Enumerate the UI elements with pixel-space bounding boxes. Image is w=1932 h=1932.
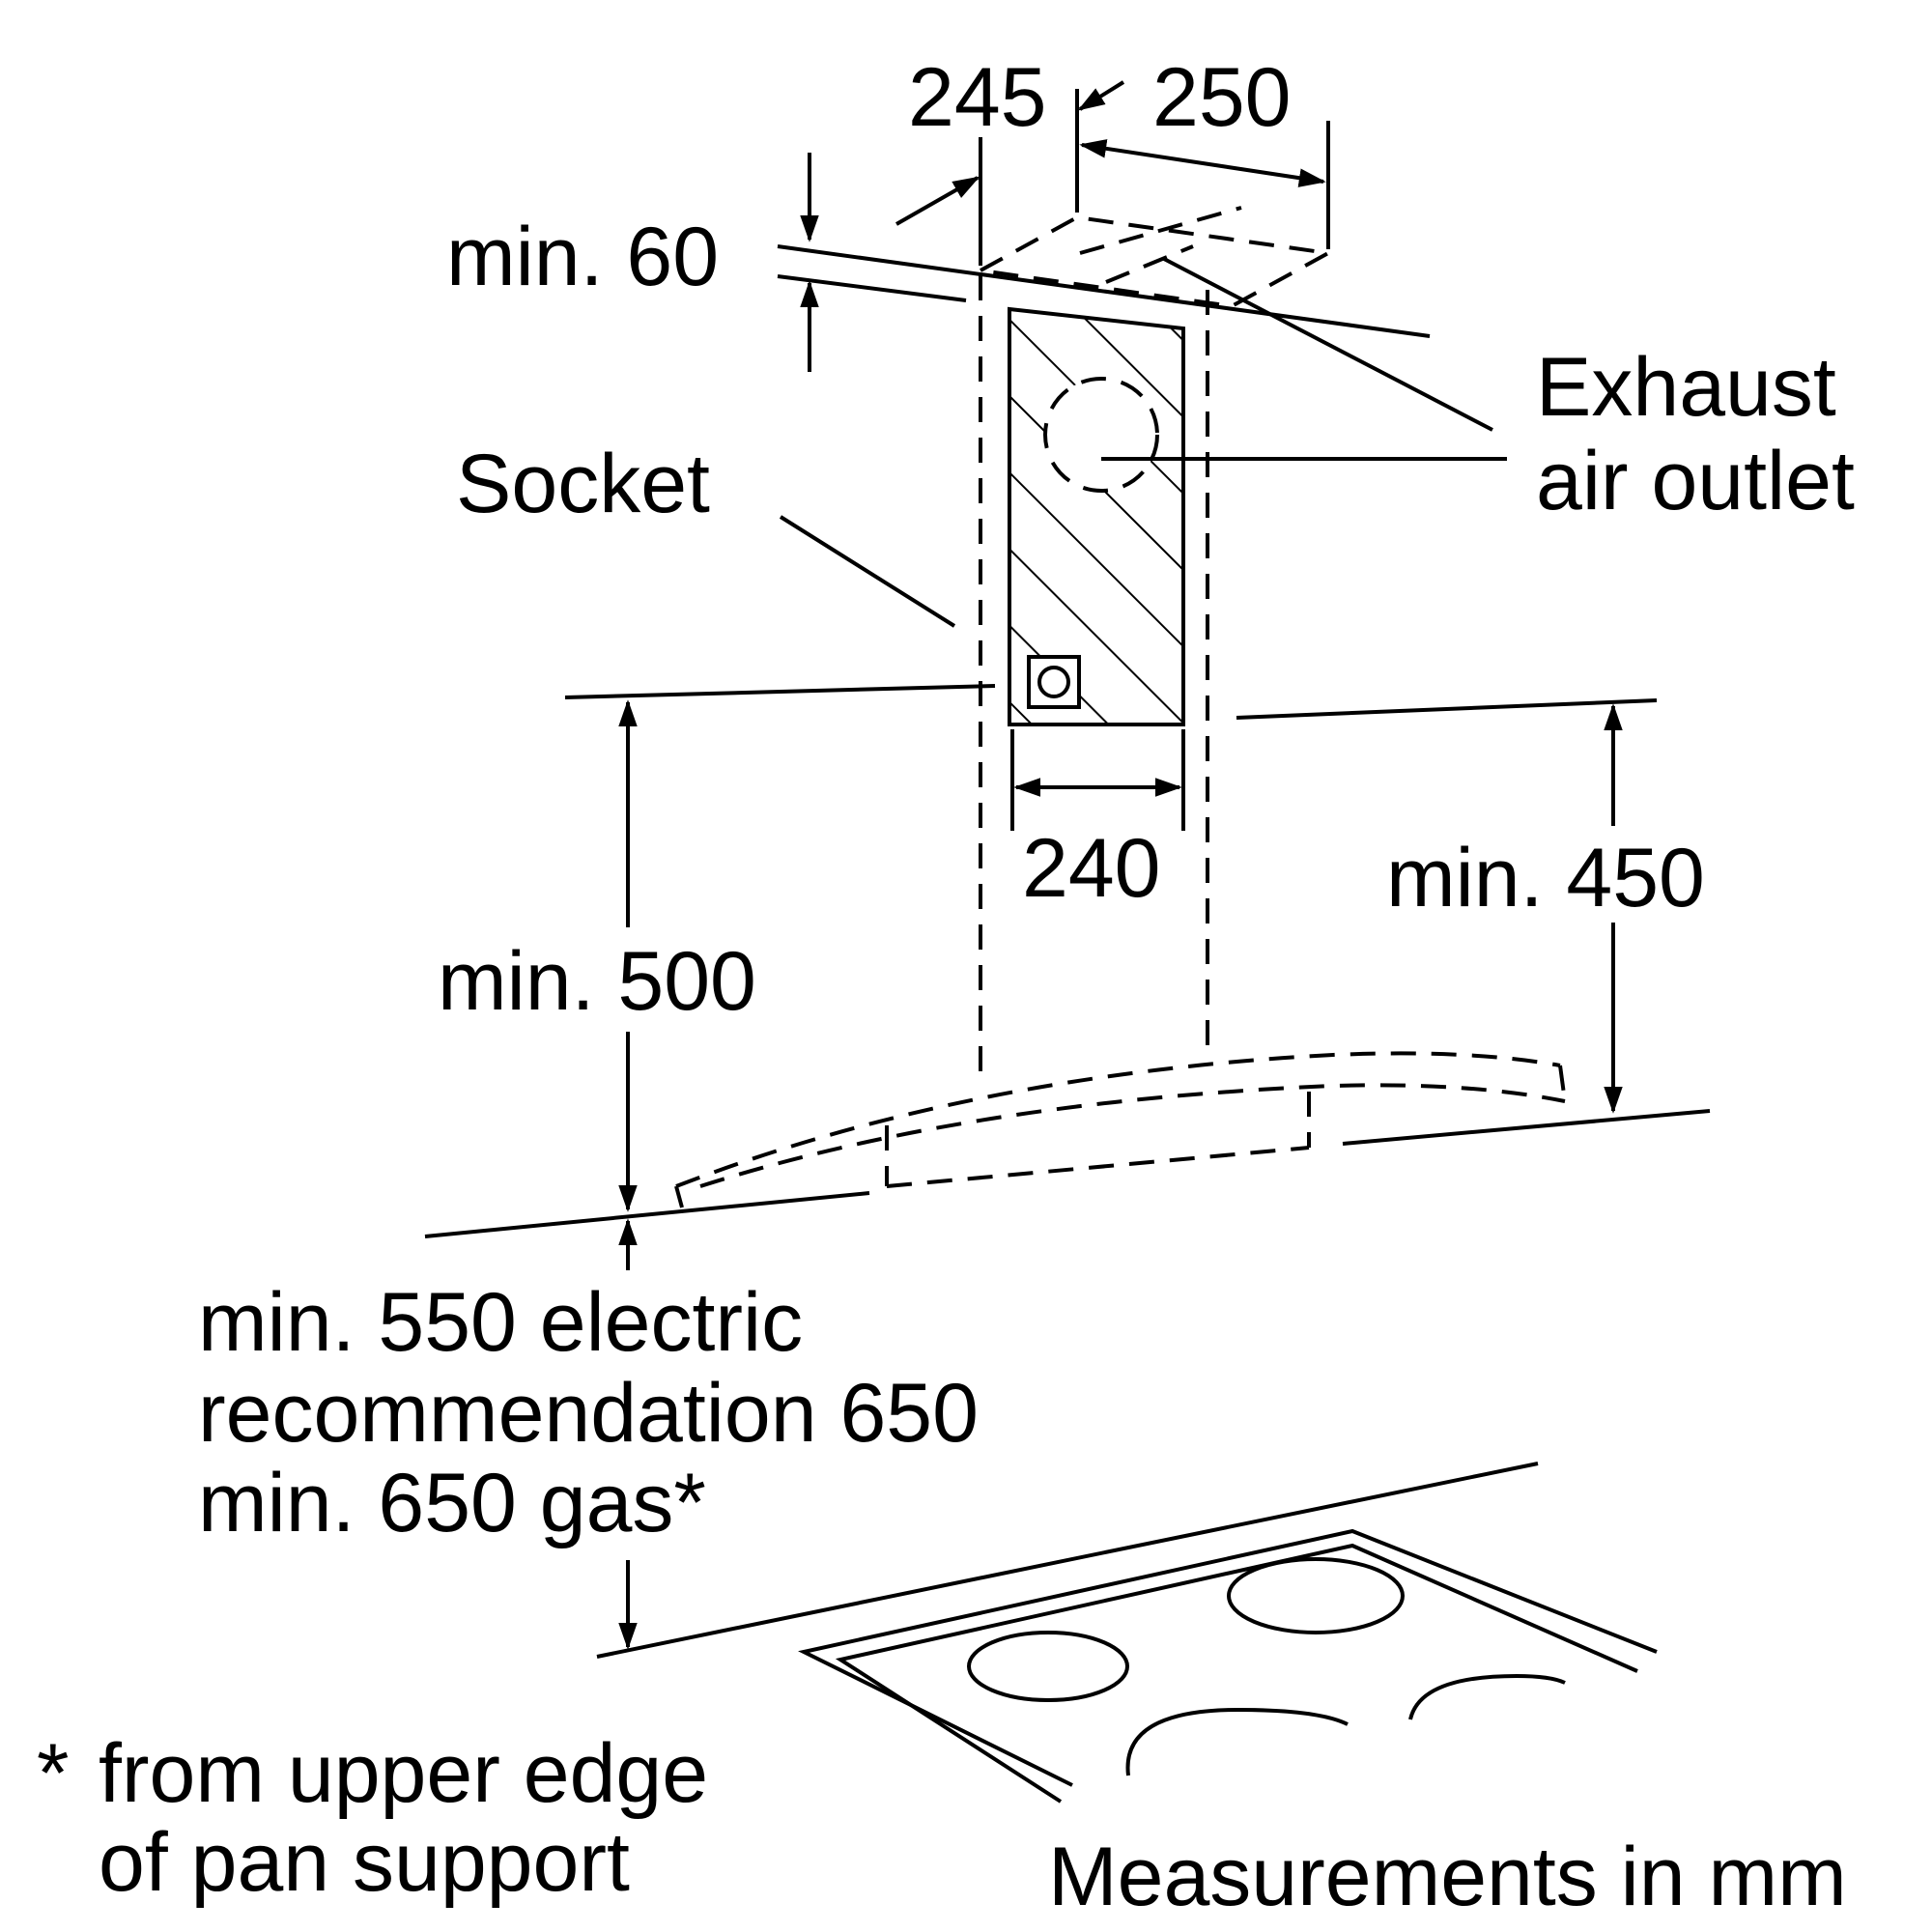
burner-back-far: [1408, 1673, 1566, 1720]
exhaust-label-line2: air outlet: [1536, 435, 1855, 527]
exhaust-leader-lines: [1101, 257, 1507, 461]
socket-leader-line: [779, 515, 956, 628]
units-note: Measurements in mm: [1048, 1831, 1847, 1923]
burner-back-right: [1227, 1557, 1405, 1634]
dim-250-label: 250: [1152, 51, 1292, 144]
ceiling-lines: [777, 244, 1431, 338]
dim-245-label: 245: [908, 51, 1047, 144]
dim-240: [1010, 729, 1185, 831]
clearance-label-line3: min. 650 gas*: [198, 1457, 706, 1549]
installation-zone: [1008, 306, 1185, 726]
hood-canopy: [674, 1051, 1567, 1208]
footnote-marker: *: [37, 1727, 69, 1820]
hood-reference-lines: [564, 684, 1658, 720]
clearance-label-line1: min. 550 electric: [198, 1276, 803, 1369]
exhaust-label-line1: Exhaust: [1536, 341, 1836, 434]
top-width-dimensions: [895, 80, 1330, 266]
socket-label: Socket: [456, 438, 710, 530]
hood-underside-lines: [424, 1109, 1711, 1238]
burner-front-left: [967, 1631, 1129, 1702]
cooktop: [596, 1462, 1658, 1804]
min-450-label: min. 450: [1386, 832, 1705, 924]
min-500-label: min. 500: [438, 935, 756, 1028]
chimney-sides: [979, 275, 1209, 1082]
min-60-label: min. 60: [446, 211, 719, 303]
burner-front-right: [1125, 1707, 1349, 1776]
footnote-line1: from upper edge: [99, 1727, 708, 1820]
chimney-top-outline: [974, 206, 1335, 309]
dim-240-label: 240: [1022, 822, 1161, 915]
footnote-line2: of pan support: [99, 1816, 630, 1909]
clearance-label-line2: recommendation 650: [198, 1367, 979, 1460]
